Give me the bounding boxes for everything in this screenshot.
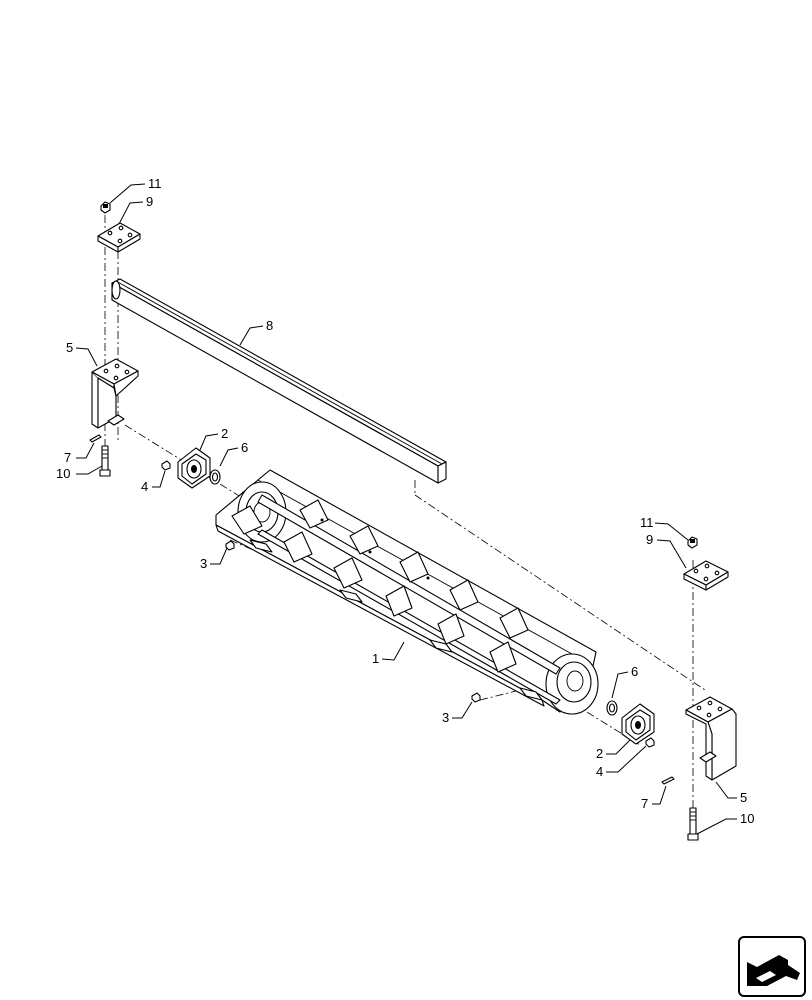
- washer-right[interactable]: [606, 700, 618, 716]
- callout-9-right: 9: [646, 532, 653, 547]
- callout-10-right: 10: [740, 811, 754, 826]
- callout-11-left: 11: [148, 176, 162, 191]
- callout-6-left: 6: [241, 440, 248, 455]
- nut-upper-right[interactable]: [687, 536, 698, 549]
- bracket-right[interactable]: [685, 696, 737, 781]
- leader-lines: [75, 183, 737, 835]
- return-arrow-icon[interactable]: [738, 936, 806, 997]
- nut-upper-left[interactable]: [100, 201, 111, 214]
- bolt-left[interactable]: [99, 445, 111, 477]
- square-tube[interactable]: [111, 278, 447, 484]
- bolt-small-right[interactable]: [645, 737, 655, 748]
- callout-11-right: 11: [640, 515, 654, 530]
- callout-8: 8: [266, 318, 273, 333]
- pin-left[interactable]: [89, 434, 102, 443]
- callout-labels: 11 9 8 5 2 6 7 10 4 3 11 9 1 6 3 2 4 5 7…: [56, 176, 754, 826]
- callout-3-left: 3: [200, 556, 207, 571]
- callout-3-right: 3: [442, 710, 449, 725]
- screw-right[interactable]: [471, 692, 481, 703]
- screw-left[interactable]: [225, 540, 235, 551]
- callout-2-left: 2: [221, 426, 228, 441]
- bracket-left[interactable]: [91, 358, 139, 429]
- washer-left[interactable]: [209, 469, 221, 485]
- callout-1: 1: [372, 651, 379, 666]
- callout-7-left: 7: [64, 450, 71, 465]
- callout-6-right: 6: [631, 664, 638, 679]
- callout-5-left: 5: [66, 340, 73, 355]
- bearing-right[interactable]: [621, 703, 655, 745]
- callout-9-left: 9: [146, 194, 153, 209]
- plate-upper-right[interactable]: [683, 560, 729, 591]
- callout-4-right: 4: [596, 764, 603, 779]
- callout-5-right: 5: [740, 790, 747, 805]
- bolt-small-left[interactable]: [161, 460, 171, 471]
- bolt-right[interactable]: [687, 807, 699, 841]
- callout-2-right: 2: [596, 746, 603, 761]
- reel-assembly[interactable]: [215, 469, 599, 715]
- plate-upper-left[interactable]: [97, 222, 141, 253]
- callout-10-left: 10: [56, 466, 70, 481]
- pin-right[interactable]: [661, 776, 675, 785]
- assembly-center-lines: [104, 215, 706, 815]
- callout-4-left: 4: [141, 479, 148, 494]
- bearing-left[interactable]: [177, 447, 211, 489]
- callout-7-right: 7: [641, 796, 648, 811]
